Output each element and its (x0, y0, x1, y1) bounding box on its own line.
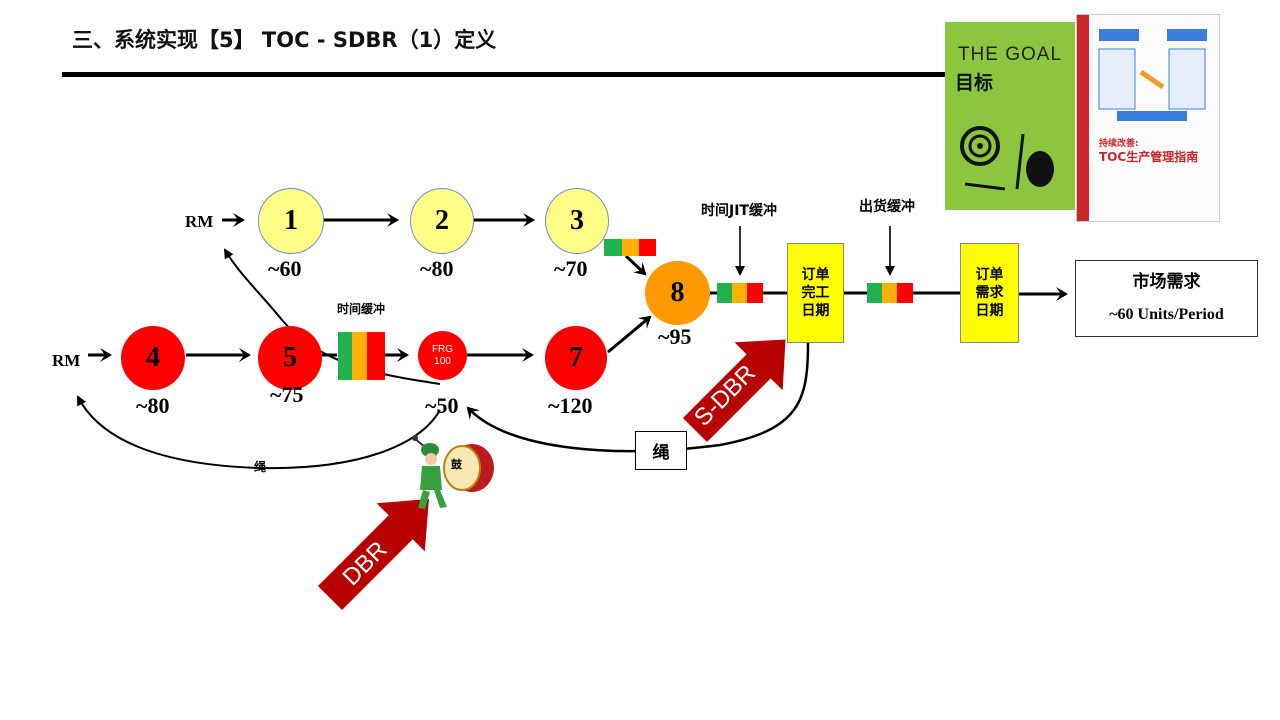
time-buffer-label: 时间缓冲 (337, 302, 386, 316)
buffer-yellow (351, 332, 368, 380)
buffer-yellow (621, 239, 639, 256)
buffer-red (897, 283, 913, 303)
node-4: 4 (121, 326, 185, 390)
buffer-red (638, 239, 656, 256)
shipping-buffer-label: 出货缓冲 (859, 199, 915, 215)
buffer-green (867, 283, 883, 303)
rope-order-to-frg (466, 342, 810, 453)
node-1-value: ~60 (268, 256, 302, 281)
dbr-arrow (317, 499, 429, 611)
drum-label: 鼓 (451, 458, 462, 471)
buffer-yellow (732, 283, 748, 303)
book-toc-guide-cover: 持续改善: TOC生产管理指南 (1076, 14, 1220, 222)
sdbr-arrow (682, 339, 786, 443)
shipping-buffer (867, 283, 913, 303)
arrow-7-to-8 (607, 315, 652, 354)
slide-title: 三、系统实现【5】 TOC - SDBR（1）定义 (72, 28, 497, 52)
node-7: 7 (545, 326, 607, 390)
market-demand-box: 市场需求 ~60 Units/Period (1075, 260, 1258, 337)
node-2: 2 (410, 188, 474, 254)
book-spine (1077, 15, 1089, 221)
rm-label-top: RM (185, 212, 214, 231)
market-demand-title: 市场需求 (1132, 272, 1201, 292)
rm-label-left: RM (52, 351, 81, 370)
node-3: 3 (545, 188, 609, 254)
rope-label-box: 绳 (635, 431, 687, 470)
node-1: 1 (258, 188, 324, 254)
buffer-red (367, 332, 385, 380)
book-the-goal-cover: THE GOAL 目标 (945, 22, 1075, 210)
arrow-3-to-8 (624, 254, 647, 276)
buffer-green (604, 239, 622, 256)
book-the-goal-cn-title: 目标 (955, 72, 994, 94)
rope-drum-to-rm-left (77, 395, 441, 470)
market-demand-value: ~60 Units/Period (1109, 306, 1224, 323)
node-4-value: ~80 (136, 393, 170, 418)
rope-frg-to-rm-top (223, 248, 441, 385)
buffer-yellow (882, 283, 898, 303)
buffer-green (717, 283, 733, 303)
frg-value: ~50 (425, 393, 459, 418)
buffer-node-3 (604, 239, 656, 256)
book-toc-guide-diagram (1098, 29, 1207, 121)
title-rule (62, 72, 962, 77)
book-toc-guide-subtitle: 持续改善: (1099, 139, 1139, 149)
node-5-value: ~75 (270, 382, 304, 407)
rope-label-left: 绳 (254, 460, 267, 474)
order-demand-date-box: 订单 需求 日期 (960, 243, 1019, 343)
time-buffer (338, 332, 385, 380)
node-7-value: ~120 (548, 393, 593, 418)
buffer-red (747, 283, 763, 303)
book-the-goal-title: THE GOAL (957, 44, 1063, 65)
jit-buffer-label: 时间JIT缓冲 (701, 203, 777, 219)
buffer-green (338, 332, 352, 380)
node-5: 5 (258, 326, 322, 390)
book-toc-guide-title: TOC生产管理指南 (1099, 150, 1199, 164)
node-8: 8 (645, 261, 710, 325)
node-8-value: ~95 (658, 324, 692, 349)
frg-label-line1: FRG (431, 343, 454, 355)
order-complete-date-box: 订单 完工 日期 (787, 243, 844, 343)
node-3-value: ~70 (554, 256, 588, 281)
drummer-illustration (412, 435, 494, 509)
jit-buffer (717, 283, 763, 303)
frg-label-line2: 100 (434, 355, 451, 367)
book-the-goal-artwork (960, 126, 1054, 191)
node-frg: FRG 100 (418, 331, 467, 380)
node-2-value: ~80 (420, 256, 454, 281)
